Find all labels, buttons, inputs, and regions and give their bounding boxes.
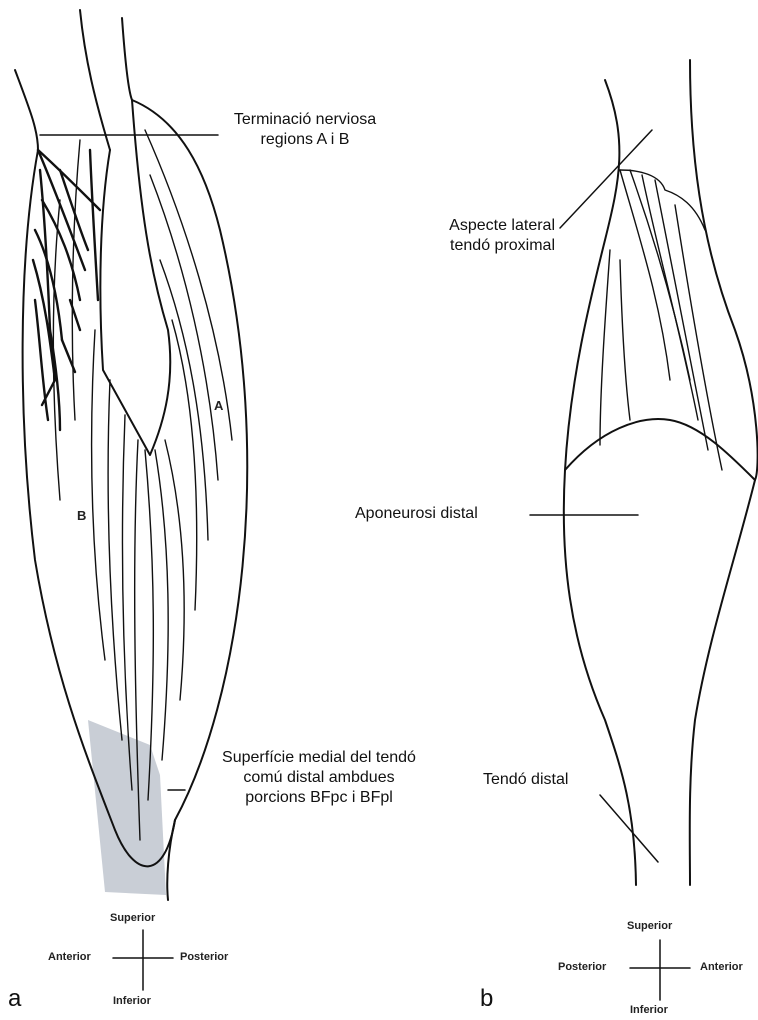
aponeurosis-label: Aponeurosi distal [355,504,478,524]
medial-tendon-surface [88,720,166,895]
axis-a-inferior: Inferior [113,995,151,1007]
muscle-b-outline [564,80,636,885]
proximal-leader-line [560,130,652,228]
region-b-letter: B [77,508,86,523]
nerve-endings [33,150,100,430]
panel-b-letter: b [480,985,493,1013]
axis-a-anterior: Anterior [48,951,91,963]
axis-a-superior: Superior [110,912,155,924]
orientation-cross-a [113,930,173,990]
nerve-ending-label: Terminació nerviosa regions A i B [215,110,395,150]
distal-tendon-label: Tendó distal [483,770,568,790]
axis-b-superior: Superior [627,920,672,932]
aponeurosis-a [100,100,170,455]
axis-b-posterior: Posterior [558,961,606,973]
axis-a-posterior: Posterior [180,951,228,963]
panel-a-letter: a [8,985,21,1013]
region-a-letter: A [214,398,223,413]
aponeurosis-b-boundary [565,419,755,480]
medial-surface-label: Superfície medial del tendó comú distal … [184,748,454,808]
proximal-tendon-a [80,10,110,150]
proximal-tendon-label: Aspecte lateral tendó proximal [405,216,555,256]
distal-tendon-a [167,820,175,900]
axis-b-inferior: Inferior [630,1004,668,1016]
axis-b-anterior: Anterior [700,961,743,973]
orientation-cross-b [630,940,690,1000]
